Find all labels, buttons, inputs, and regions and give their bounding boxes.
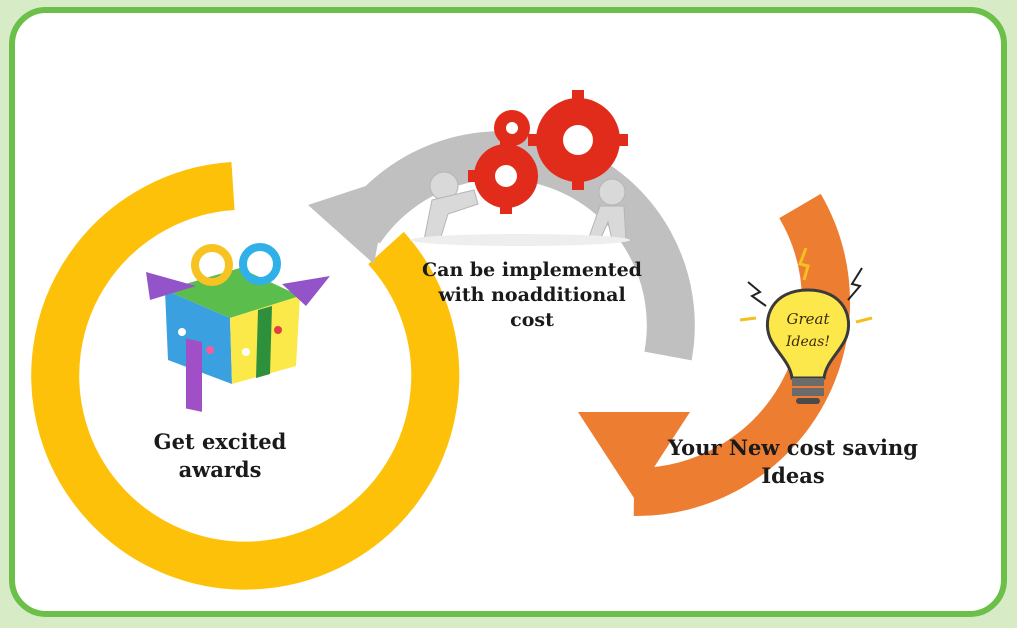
- implemented-line-3: cost: [510, 309, 554, 332]
- bulb-text-line-2: Ideas!: [785, 334, 830, 350]
- awards-step-label: Get excited awards: [120, 428, 320, 483]
- gears-people-icon: [410, 90, 630, 246]
- lightbulb-icon: Great Ideas!: [739, 247, 873, 404]
- bulb-text-line-1: Great: [786, 310, 830, 328]
- implemented-line-1: Can be implemented: [422, 259, 642, 281]
- awards-cycle-arc: [31, 162, 460, 590]
- ideas-line-2: Ideas: [761, 462, 825, 488]
- implemented-step-label: Can be implemented with noadditional cos…: [402, 258, 662, 333]
- implemented-arrowhead: [308, 178, 390, 264]
- gift-box-icon: [146, 243, 330, 412]
- implemented-line-2: with noadditional: [438, 284, 626, 307]
- awards-line-1: Get excited: [153, 429, 287, 454]
- ideas-line-1: Your New cost saving: [668, 435, 918, 460]
- ideas-cycle-arc: [633, 193, 851, 517]
- ideas-arrowhead: [578, 412, 690, 498]
- awards-line-2: awards: [178, 456, 262, 482]
- ideas-step-label: Your New cost saving Ideas: [648, 434, 938, 489]
